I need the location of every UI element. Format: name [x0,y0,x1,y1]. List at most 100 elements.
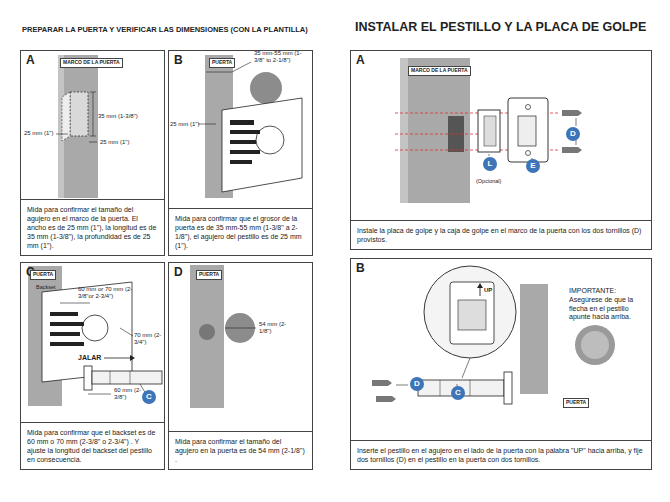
step-instructions: Mida para confirmar el tamaño del agujer… [21,199,164,255]
door-template-b-part [198,124,216,125]
dimension-label: 35 mm (1-3/8") [98,113,138,120]
dimension-label: UP [484,287,492,294]
dimension-label: JALAR [78,354,101,362]
door-frame-a [56,55,98,198]
latch-install-part [372,380,392,386]
step-instructions: Inserte el pestillo en el agujero en el … [351,440,651,469]
callout-letter: C [451,386,465,400]
latch-install-part [504,372,512,404]
door-template-b-part [230,140,256,144]
door-frame-a-part [93,92,94,136]
latch-install-part [470,380,471,396]
strike-plate-install-part [484,116,496,146]
step-panel: AInstale la placa de golpe y la caja de … [350,50,652,250]
part-tag: PUERTA [563,398,589,408]
dimension-label: 70 mm (2-3/4") [134,332,164,346]
latch-install-part [396,385,408,386]
dimension-label: 25 mm (1") [170,121,199,128]
door-template-b-part [230,130,260,134]
strike-plate-install [395,58,582,203]
door-hole-d-part [199,324,215,340]
dimension-label: 25 mm (1") [24,130,53,137]
door-template-b-part [230,160,252,164]
dimension-label: 54 mm (2-1/8") [259,321,291,335]
door-template-c-part [88,394,111,395]
step-panel: D Mida para confirmar el tamaño del aguje… [168,262,313,470]
callout-letter: E [526,159,540,173]
door-template-c-part [82,315,108,341]
latch-install-part [477,283,483,288]
door-template-c-part [104,358,130,359]
latch-install-part [462,358,470,378]
door-template-c-part [50,332,80,336]
latch-install [372,266,615,404]
dimension-label: (Opcional) [476,178,501,185]
door-frame-a-part [89,142,97,143]
step-panel: B IMPORTANTE: Asegúrese de que la flecha … [350,258,652,470]
door-template-b-part [222,98,302,192]
door-template-b-part [230,150,260,154]
step-letter: A [356,54,365,66]
door-template-c-part [50,342,84,346]
door-frame-a-part [90,136,96,137]
callout-number: C [142,390,156,404]
section-title: INSTALAR EL PESTILLO Y LA PLACA DE GOLPE [355,20,646,35]
door-frame-a-part [70,92,88,136]
door-template-c-part [120,328,133,336]
door-frame-a-part [58,55,98,198]
step-panel: BMida para confirmar que el grosor de la… [168,50,313,256]
strike-plate-install-part [562,147,582,153]
callout-number: C [451,386,465,400]
callout-letter: D [566,127,580,141]
latch-install-part [581,331,609,359]
step-letter: B [356,262,365,274]
step-letter: D [174,266,183,278]
door-template-b-part [230,120,254,125]
dimension-label: 25 mm (1") [100,139,129,146]
strike-plate-install-part [400,58,408,203]
door-template-b-part [250,72,282,104]
part-tag: PUERTA [30,270,56,280]
strike-plate-install-part [518,116,536,146]
strike-plate-install-part [526,105,531,110]
door-template-c-part [50,322,84,326]
strike-plate-install-part [562,110,582,116]
callout-number: D [566,127,580,141]
door-frame-a-part [62,92,70,141]
step-letter: A [26,54,35,66]
part-tag: MARCO DE LA PUERTA [408,66,471,76]
door-frame-a-part [56,134,68,135]
door-template-b-part [206,72,232,73]
callout-number: D [410,377,424,391]
page-title: PREPARAR LA PUERTA Y VERIFICAR LAS DIMEN… [22,25,308,34]
strike-plate-install-part [400,58,470,203]
door-template-c-part [92,371,162,384]
strike-plate-install-part [489,154,490,156]
door-template-c-part [130,371,131,384]
step-panel: A Mida para confirmar el tamaño del aguje… [20,50,165,256]
callout-number: L [483,157,497,171]
strike-plate-install-part [526,151,531,156]
latch-install-part [520,284,548,394]
step-letter: B [174,54,183,66]
callout-letter: L [483,157,497,171]
dimension-label: 60 mm (2-3/8") [114,387,144,401]
step-instructions: Mida para confirmar el tamaño del agujer… [169,431,312,469]
latch-install-part [450,282,494,344]
strike-plate-install-part [478,110,500,152]
strike-plate-install-part [508,98,548,162]
dimension-label: 60 mm or 70 mm (2-3/8"or 2-3/4") [78,286,140,300]
door-template-c-part [84,366,92,390]
door-template-b-part [256,126,284,154]
callout-letter: D [410,377,424,391]
dimension-label: 35 mm-55 mm (1-3/8" to 2-1/8") [254,50,312,64]
strike-plate-install-part [576,140,577,145]
part-tag: PUERTA [209,58,235,68]
step-instructions: Mida para confirmar que el backset es de… [21,422,164,469]
part-tag: PUERTA [196,270,222,280]
door-hole-d-part [225,313,255,343]
door-template-c-part [130,355,135,361]
important-note: IMPORTANTE: Asegúrese de que la flecha e… [569,287,649,322]
strike-plate-install-part [576,118,577,126]
